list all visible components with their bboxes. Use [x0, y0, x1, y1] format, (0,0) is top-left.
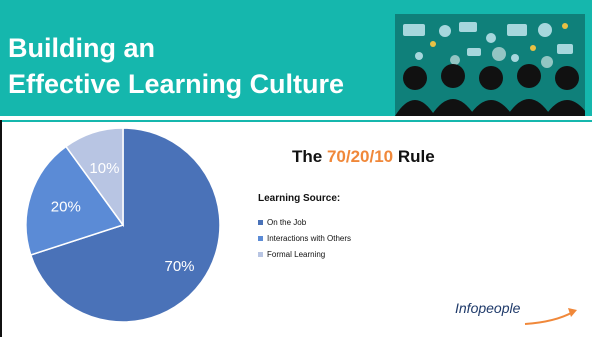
pie-slice-formal-learning — [64, 127, 124, 228]
learning-source-pie-chart: 70% 20% 10% — [25, 127, 221, 323]
pie-slice-on-the-job — [29, 127, 221, 323]
left-border — [0, 120, 2, 337]
pie-label-interactions: 20% — [51, 198, 81, 215]
legend-item-on-the-job: On the Job — [258, 214, 351, 230]
header: Building an Effective Learning Culture — [0, 0, 592, 116]
legend-item-formal-learning: Formal Learning — [258, 246, 351, 262]
legend-swatch-on-the-job — [258, 219, 263, 225]
infopeople-logo: Infopeople — [455, 298, 580, 328]
rule-heading: The 70/20/10 Rule — [292, 147, 435, 167]
pie-label-on-the-job: 70% — [164, 258, 194, 275]
rule-highlight: 70/20/10 — [326, 147, 394, 166]
legend-swatch-interactions — [258, 235, 263, 241]
pie-label-formal-learning: 10% — [89, 160, 119, 177]
crowd-illustration — [395, 14, 585, 116]
rule-prefix: The — [292, 147, 327, 166]
title-line-1: Building an — [8, 33, 155, 63]
legend: On the Job Interactions with Others Form… — [258, 214, 351, 262]
legend-label-on-the-job: On the Job — [267, 217, 307, 227]
legend-swatch-formal-learning — [258, 251, 263, 257]
header-divider — [0, 116, 592, 122]
legend-label-interactions: Interactions with Others — [267, 233, 352, 243]
legend-title: Learning Source: — [258, 193, 341, 204]
logo-text: Infopeople — [455, 300, 521, 316]
pie-slice-interactions — [25, 145, 125, 256]
legend-label-formal-learning: Formal Learning — [267, 249, 326, 259]
rule-suffix: Rule — [393, 147, 435, 166]
title-line-2: Effective Learning Culture — [8, 69, 345, 99]
legend-item-interactions: Interactions with Others — [258, 230, 351, 246]
